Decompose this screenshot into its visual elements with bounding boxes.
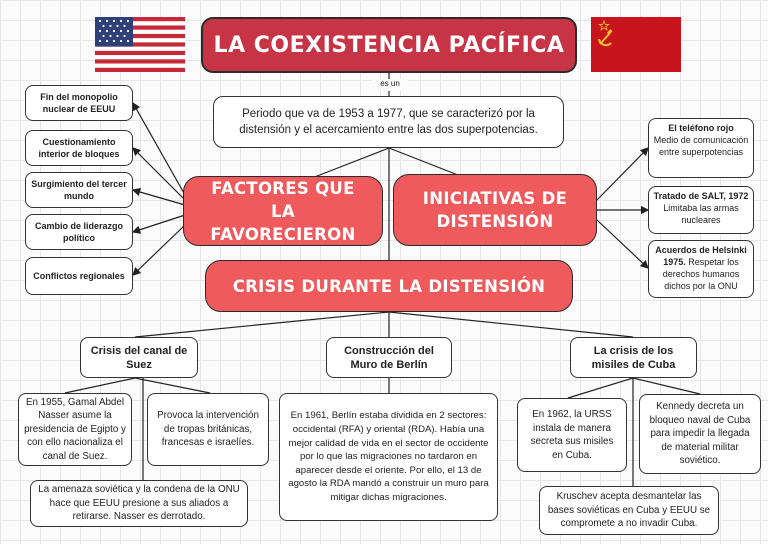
factor-item-bloques: Cuestionamiento interior de bloques xyxy=(25,130,133,166)
crisis-heading: CRISIS DURANTE LA DISTENSIÓN xyxy=(205,260,573,312)
suez-detail-text: En 1955, Gamal Abdel Nasser asume la pre… xyxy=(24,396,126,462)
berlin-detail: En 1961, Berlín estaba dividida en 2 sec… xyxy=(279,393,498,521)
factores-heading: FACTORES QUE LA FAVORECIERON xyxy=(183,176,383,246)
cuba-detail-acuerdo: Kruschev acepta desmantelar las bases so… xyxy=(539,486,719,535)
cuba-detail-text: En 1962, la URSS instala de manera secre… xyxy=(530,409,614,461)
iniciativa-title: Acuerdos de Helsinki 1975. xyxy=(655,245,747,267)
iniciativa-text: Respetar los derechos humanos dichos por… xyxy=(662,257,740,291)
iniciativa-title: Tratado de SALT, 1972 xyxy=(653,191,749,201)
crisis-berlin-title-text: Construcción del Muro de Berlín xyxy=(344,344,434,371)
suez-detail-intervencion: Provoca la intervención de tropas britán… xyxy=(147,393,269,466)
cuba-detail-text: Kennedy decreta un bloqueo naval de Cuba… xyxy=(649,401,751,467)
iniciativa-telefono-rojo: El teléfono rojo Medio de comunicación e… xyxy=(648,118,754,178)
crisis-berlin-title: Construcción del Muro de Berlín xyxy=(326,337,452,378)
suez-detail-retiro: La amenaza soviética y la condena de la … xyxy=(30,480,248,527)
iniciativa-text: Medio de comunicación entre superpotenci… xyxy=(653,135,749,157)
definition-text: Periodo que va de 1953 a 1977, que se ca… xyxy=(239,108,538,136)
crisis-cuba-title: La crisis de los misiles de Cuba xyxy=(570,337,697,378)
suez-detail-text: Provoca la intervención de tropas britán… xyxy=(157,410,259,449)
cuba-detail-text: Kruschev acepta desmantelar las bases so… xyxy=(547,491,711,530)
berlin-detail-text: En 1961, Berlín estaba dividida en 2 sec… xyxy=(288,410,489,503)
factor-text: Fin del monopolio nuclear de EEUU xyxy=(40,92,118,114)
cuba-detail-misiles: En 1962, la URSS instala de manera secre… xyxy=(517,398,627,472)
iniciativa-salt: Tratado de SALT, 1972 Limitaba las armas… xyxy=(648,186,754,234)
page-title: LA COEXISTENCIA PACÍFICA xyxy=(201,17,577,73)
factor-text: Conflictos regionales xyxy=(33,271,125,281)
factor-item-conflictos: Conflictos regionales xyxy=(25,257,133,295)
factores-heading-text: FACTORES QUE LA FAVORECIERON xyxy=(210,178,356,244)
crisis-suez-title-text: Crisis del canal de Suez xyxy=(90,344,188,371)
factor-item-monopolio: Fin del monopolio nuclear de EEUU xyxy=(25,85,133,121)
suez-detail-nasser: En 1955, Gamal Abdel Nasser asume la pre… xyxy=(18,393,132,466)
cuba-detail-bloqueo: Kennedy decreta un bloqueo naval de Cuba… xyxy=(639,394,761,474)
crisis-cuba-title-text: La crisis de los misiles de Cuba xyxy=(591,344,676,371)
iniciativas-heading: INICIATIVAS DE DISTENSIÓN xyxy=(393,174,597,246)
factor-item-tercer-mundo: Surgimiento del tercer mundo xyxy=(25,172,133,208)
iniciativa-title: El teléfono rojo xyxy=(668,123,734,133)
crisis-heading-text: CRISIS DURANTE LA DISTENSIÓN xyxy=(232,276,546,296)
iniciativa-helsinki: Acuerdos de Helsinki 1975. Respetar los … xyxy=(648,240,754,298)
factor-item-liderazgo: Cambio de liderazgo político xyxy=(25,214,133,250)
factor-text: Surgimiento del tercer mundo xyxy=(31,179,127,201)
usa-flag-icon xyxy=(95,17,185,72)
definition-box: Periodo que va de 1953 a 1977, que se ca… xyxy=(213,96,564,148)
es-un-connector-label: es un xyxy=(372,79,408,91)
ussr-flag-icon xyxy=(591,17,681,72)
iniciativa-text: Limitaba las armas nucleares xyxy=(663,203,739,225)
suez-detail-text: La amenaza soviética y la condena de la … xyxy=(38,484,240,523)
crisis-suez-title: Crisis del canal de Suez xyxy=(80,337,198,378)
factor-text: Cambio de liderazgo político xyxy=(34,221,123,243)
iniciativas-heading-text: INICIATIVAS DE DISTENSIÓN xyxy=(422,189,568,231)
factor-text: Cuestionamiento interior de bloques xyxy=(38,137,120,159)
